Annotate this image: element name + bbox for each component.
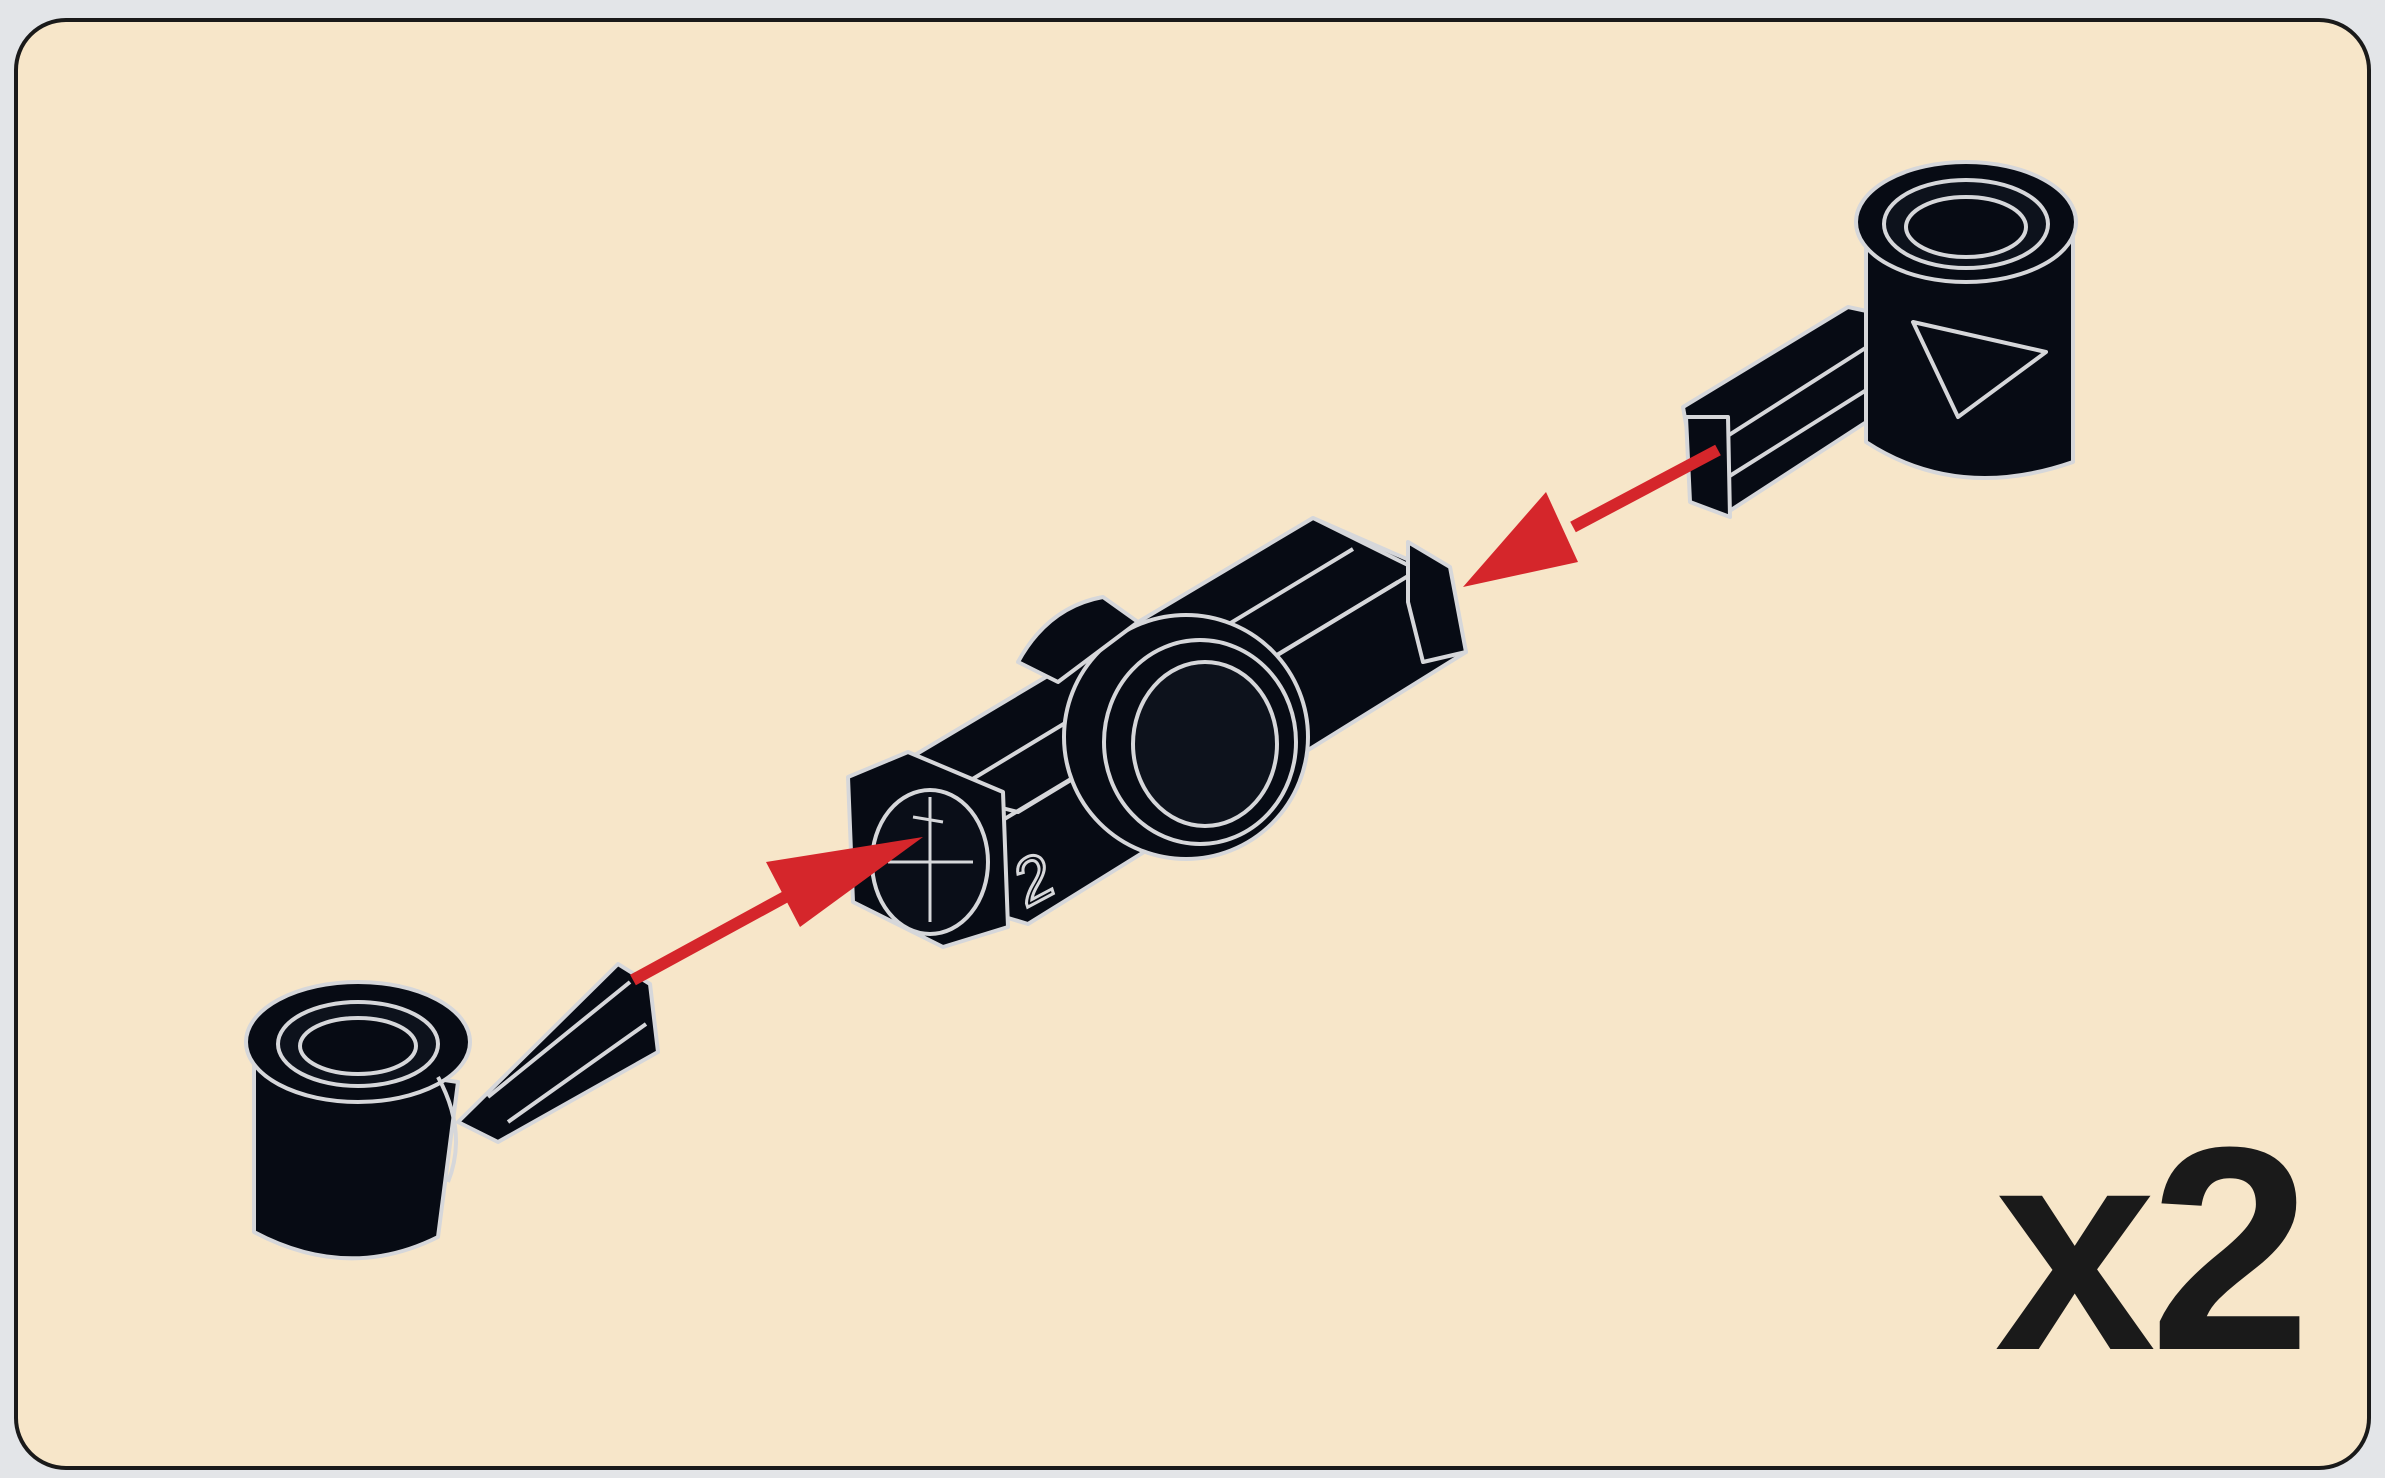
quantity-label: x2 — [1994, 1087, 2311, 1411]
instruction-step-panel: 2 — [14, 18, 2371, 1470]
insertion-arrow-right — [1463, 444, 1721, 587]
angle-connector-right — [1681, 160, 2078, 519]
angle-connector-left — [244, 962, 660, 1261]
assembly-illustration: 2 — [244, 160, 2078, 1261]
insertion-arrow-left — [630, 837, 923, 986]
axle-connector-center — [846, 516, 1468, 949]
